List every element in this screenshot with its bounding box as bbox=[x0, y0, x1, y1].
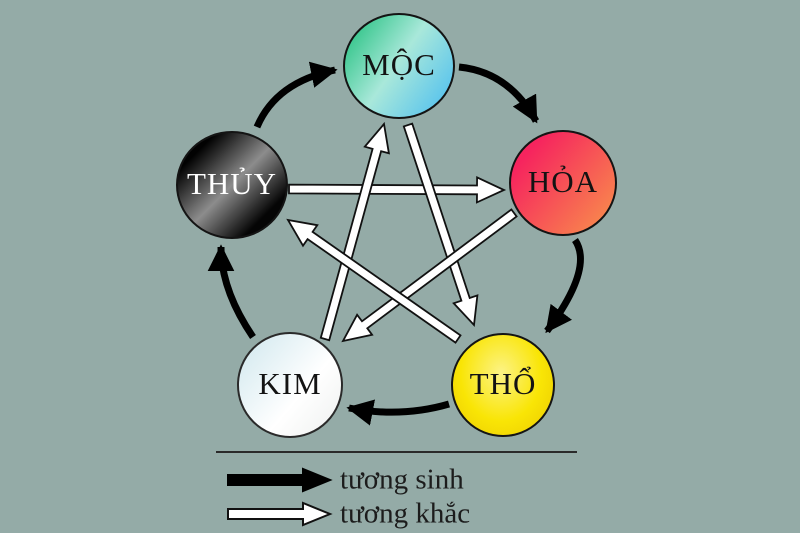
legend-black-arrow-icon bbox=[227, 467, 333, 493]
element-kim: KIM bbox=[237, 332, 343, 438]
sinh-arrow-thuy-moc bbox=[253, 61, 338, 129]
legend-arrows bbox=[227, 467, 333, 527]
element-kim-label: KIM bbox=[258, 366, 322, 401]
element-tho-label: THỔ bbox=[469, 366, 537, 401]
legend-white-arrow-icon bbox=[227, 501, 333, 527]
legend-label-sinh: tương sinh bbox=[340, 463, 464, 496]
khac-arrow-thuy-hoa bbox=[288, 175, 507, 204]
element-moc: MỘC bbox=[343, 13, 455, 119]
sinh-arrow-kim-thuy bbox=[207, 244, 256, 339]
element-moc-label: MỘC bbox=[362, 47, 436, 82]
legend-label-khac: tương khắc bbox=[340, 497, 471, 530]
element-hoa: HỎA bbox=[509, 130, 617, 236]
element-tho: THỔ bbox=[451, 333, 555, 437]
khac-cycle-arrows bbox=[286, 121, 518, 344]
element-thuy: THỦY bbox=[176, 131, 288, 239]
element-thuy-label: THỦY bbox=[186, 166, 278, 201]
khac-arrow-tho-thuy bbox=[286, 218, 462, 344]
khac-arrow-hoa-kim bbox=[341, 208, 518, 343]
sinh-arrow-moc-hoa bbox=[458, 63, 540, 124]
khac-arrow-kim-moc bbox=[319, 121, 391, 342]
sinh-arrow-tho-kim bbox=[346, 399, 450, 426]
element-hoa-label: HỎA bbox=[527, 164, 599, 199]
sinh-arrow-hoa-tho bbox=[544, 238, 584, 334]
khac-arrow-moc-tho bbox=[402, 122, 479, 328]
